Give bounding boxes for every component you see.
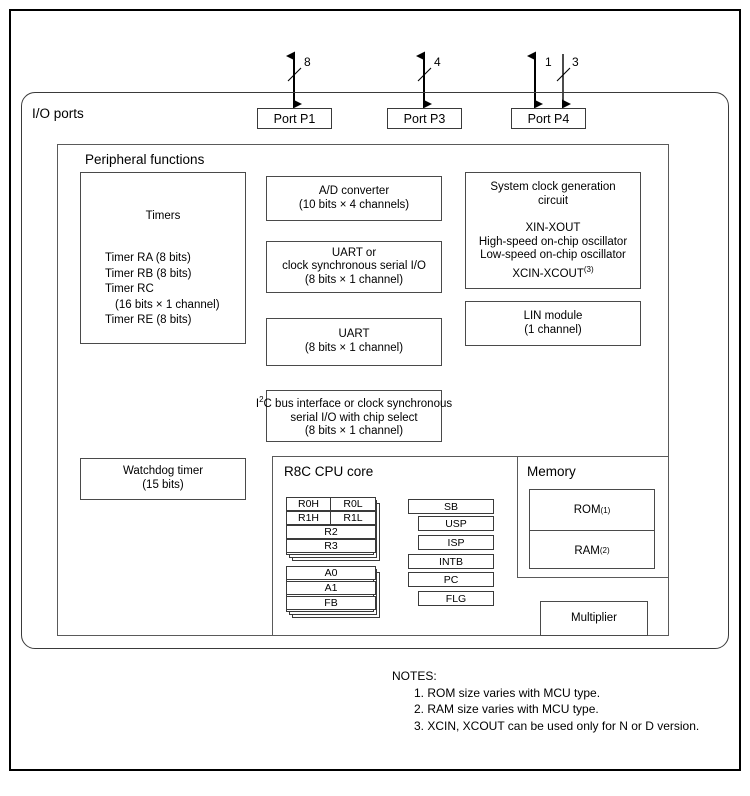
cpu-core-container <box>272 456 517 636</box>
notes-block: NOTES: 1. ROM size varies with MCU type.… <box>392 668 699 734</box>
note-item: 2. RAM size varies with MCU type. <box>414 702 599 716</box>
ram-note-marker: (2) <box>599 546 610 555</box>
port-p4-second-bus-width: 3 <box>572 55 579 69</box>
notes-heading: NOTES: <box>392 669 437 683</box>
i2c-line: bus interface or clock synchronous <box>275 398 453 411</box>
adc-line: (10 bits × 4 channels) <box>298 198 410 211</box>
io-ports-label: I/O ports <box>32 106 84 121</box>
adc-line: A/D converter <box>318 184 390 197</box>
multiplier-box[interactable]: Multiplier <box>540 601 648 636</box>
register-r1l: R1L <box>330 511 376 525</box>
lin-line: LIN module <box>523 309 583 322</box>
register-r0h: R0H <box>286 497 331 511</box>
timer-item: (16 bits × 1 channel) <box>115 298 220 311</box>
register-usp[interactable]: USP <box>418 516 494 531</box>
clock-line: High-speed on-chip oscillator <box>478 235 628 248</box>
lin-module-box[interactable]: LIN module (1 channel) <box>465 301 641 346</box>
note-item: 1. ROM size varies with MCU type. <box>414 685 601 700</box>
uart-line: UART <box>338 328 370 341</box>
i2c-superscript: 2 <box>259 395 264 405</box>
watchdog-line: Watchdog timer <box>122 465 204 478</box>
system-clock-box[interactable]: System clock generation circuit XIN-XOUT… <box>465 172 641 289</box>
port-bus-arrows <box>286 51 571 109</box>
ram-cell: RAM(2) <box>530 530 654 570</box>
register-a0: A0 <box>286 566 376 580</box>
port-p4-box[interactable]: Port P4 <box>511 108 586 129</box>
uart-sync-line: (8 bits × 1 channel) <box>304 273 404 286</box>
register-r0l: R0L <box>330 497 376 511</box>
clock-title-line: System clock generation <box>490 181 616 193</box>
peripheral-functions-label: Peripheral functions <box>85 152 205 167</box>
timer-item: Timer RA (8 bits) <box>105 252 191 264</box>
xcin-label: XCIN-XCOUT <box>512 267 584 280</box>
rom-label: ROM <box>573 504 601 516</box>
memory-container <box>517 456 669 578</box>
clock-line: Low-speed on-chip oscillator <box>480 249 626 262</box>
note-item: 3. XCIN, XCOUT can be used only for N or… <box>414 718 700 733</box>
uart-sync-line: UART or <box>331 246 377 259</box>
timer-item: Timer RC <box>105 283 154 295</box>
timers-box[interactable]: Timers Timer RA (8 bits) Timer RB (8 bit… <box>80 172 246 344</box>
watchdog-line: (15 bits) <box>142 479 184 491</box>
register-r2: R2 <box>286 525 376 539</box>
memory-label: Memory <box>527 464 576 479</box>
register-isp[interactable]: ISP <box>418 535 494 550</box>
register-a1: A1 <box>286 581 376 595</box>
clock-line: XIN-XOUT <box>525 222 581 235</box>
register-intb[interactable]: INTB <box>408 554 494 569</box>
i2c-line: serial I/O with chip select <box>290 411 418 424</box>
clock-xcin-line: XCIN-XCOUT(3) <box>512 263 593 281</box>
uart-sync-line: clock synchronous serial I/O <box>282 260 426 273</box>
register-pc[interactable]: PC <box>408 572 494 587</box>
port-p1-arrow <box>286 51 302 109</box>
memory-inner-box[interactable]: ROM(1) RAM(2) <box>529 489 655 569</box>
uart-sync-box[interactable]: UART or clock synchronous serial I/O (8 … <box>266 241 442 293</box>
port-p4-arrow-3 <box>556 54 571 109</box>
register-flg[interactable]: FLG <box>418 591 494 606</box>
rom-note-marker: (1) <box>600 505 611 515</box>
clock-title-line: circuit <box>537 194 569 207</box>
io-ports-container <box>21 92 729 649</box>
ram-label: RAM <box>574 544 600 557</box>
register-sb[interactable]: SB <box>408 499 494 514</box>
register-r1h: R1H <box>286 511 331 525</box>
address-register-bank[interactable]: A0 A1 FB <box>286 566 376 612</box>
port-p1-box[interactable]: Port P1 <box>257 108 332 129</box>
timers-list: Timer RA (8 bits) Timer RB (8 bits) Time… <box>105 251 220 329</box>
port-p3-box[interactable]: Port P3 <box>387 108 462 129</box>
cpu-core-label: R8C CPU core <box>284 464 374 479</box>
uart-line: (8 bits × 1 channel) <box>304 342 404 354</box>
timer-item: Timer RE (8 bits) <box>105 314 192 326</box>
port-p3-arrow <box>416 51 432 109</box>
i2c-line-1: I2C bus interface or clock synchronous <box>256 393 452 411</box>
uart-box[interactable]: UART (8 bits × 1 channel) <box>266 318 442 366</box>
lin-line: (1 channel) <box>524 323 582 336</box>
timer-item: Timer RB (8 bits) <box>105 267 192 280</box>
multiplier-line: Multiplier <box>570 611 617 624</box>
i2c-line: (8 bits × 1 channel) <box>304 425 404 438</box>
i2c-box[interactable]: I2C bus interface or clock synchronous s… <box>256 390 452 442</box>
register-r3: R3 <box>286 539 376 553</box>
port-p3-bus-width: 4 <box>434 55 441 69</box>
xcin-note-marker: (3) <box>583 264 594 274</box>
outer-frame <box>9 9 741 771</box>
port-p4-bus-width: 1 <box>545 55 552 69</box>
port-p1-bus-width: 8 <box>304 55 311 69</box>
i2c-suffix: C <box>263 398 276 411</box>
i2c-prefix: I <box>255 398 260 411</box>
peripheral-functions-container <box>57 144 669 636</box>
timers-title: Timers <box>145 210 181 222</box>
adc-box[interactable]: A/D converter (10 bits × 4 channels) <box>266 176 442 221</box>
rom-cell: ROM(1) <box>530 490 654 530</box>
register-bank-r0-r3[interactable]: R0H R0L R1H R1L R2 R3 <box>286 497 376 555</box>
watchdog-timer-box[interactable]: Watchdog timer (15 bits) <box>80 458 246 500</box>
register-fb: FB <box>286 596 376 610</box>
